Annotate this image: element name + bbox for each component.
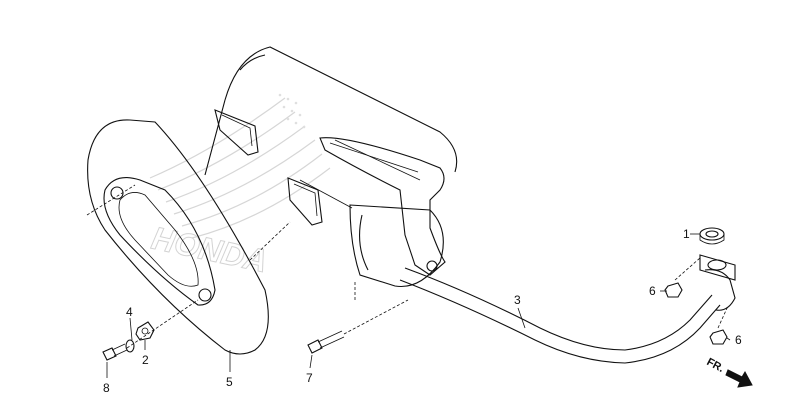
- nut-part-2: [135, 321, 155, 341]
- front-direction-label: FR.: [705, 356, 726, 375]
- callout-1: 1: [683, 227, 690, 241]
- honda-wing-watermark: HONDA: [148, 93, 331, 280]
- muffler-mount-arm: [319, 137, 446, 276]
- muffler-bracket-upper: [214, 109, 259, 156]
- exhaust-gasket: [699, 227, 725, 245]
- muffler-bracket-lower: [287, 177, 323, 226]
- bolt-part-8: [102, 343, 128, 361]
- callout-4: 4: [126, 305, 133, 319]
- washer-part-4: [125, 339, 135, 353]
- callout-6-right: 6: [735, 333, 742, 347]
- callout-6-left: 6: [649, 284, 656, 298]
- bolt-part-7: [307, 330, 345, 354]
- flange-nut-left: [664, 282, 683, 298]
- front-direction-indicator: FR.: [705, 356, 753, 388]
- callout-7: 7: [306, 371, 313, 385]
- honda-watermark-text: HONDA: [149, 220, 271, 280]
- callout-8: 8: [103, 381, 110, 395]
- exhaust-pipe: [399, 254, 736, 364]
- muffler-protector: [87, 119, 269, 355]
- callout-3: 3: [514, 293, 521, 307]
- callout-2: 2: [142, 353, 149, 367]
- front-direction-arrow-icon: [725, 369, 753, 388]
- leader-lines: [86, 184, 731, 378]
- flange-nut-right: [709, 329, 728, 345]
- callout-5: 5: [226, 375, 233, 389]
